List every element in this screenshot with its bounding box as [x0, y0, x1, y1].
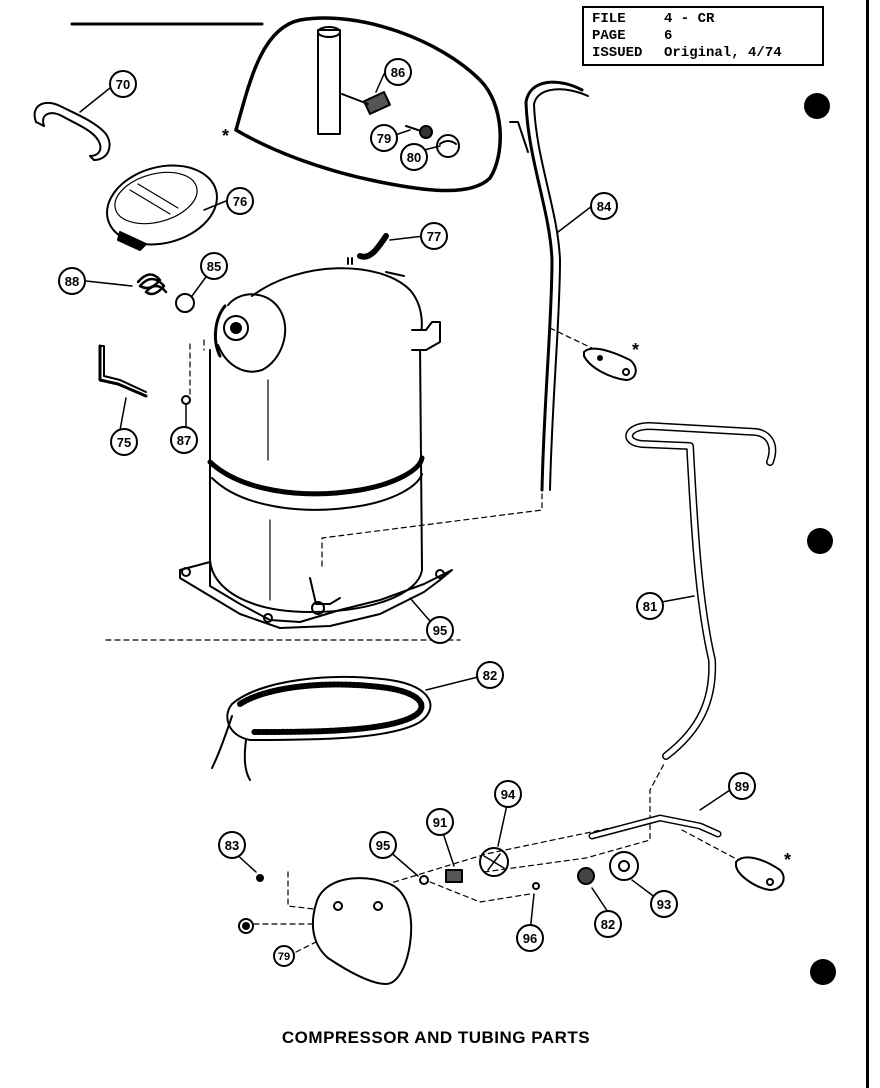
page-label: PAGE — [592, 28, 626, 44]
issued-label: ISSUED — [592, 45, 643, 61]
callout-75: 75 — [110, 428, 138, 456]
callout-96: 96 — [516, 924, 544, 952]
part-87-screw — [181, 395, 191, 405]
svg-text:85: 85 — [207, 259, 221, 274]
file-value: 4 - CR — [664, 11, 715, 27]
part-77-tube — [357, 233, 389, 260]
part-70-strap — [33, 101, 111, 161]
mounting-plate — [311, 877, 413, 985]
part-75-bracket — [98, 344, 148, 398]
asterisk-note-clip-84: * — [632, 340, 639, 360]
callout-76: 76 — [226, 187, 254, 215]
punch-hole-bottom — [810, 959, 836, 985]
svg-text:80: 80 — [407, 150, 421, 165]
svg-text:91: 91 — [433, 815, 447, 830]
diagram-caption: COMPRESSOR AND TUBING PARTS — [281, 1028, 591, 1047]
svg-text:75: 75 — [117, 435, 131, 450]
file-title-block: FILE 4 - CR PAGE 6 ISSUED Original, 4/74 — [582, 6, 824, 66]
callout-82-belt: 82 — [476, 661, 504, 689]
detail-inset-bubble — [234, 16, 502, 193]
callout-79-nut: 79 — [273, 945, 295, 967]
page-value: 6 — [664, 28, 673, 44]
svg-text:83: 83 — [225, 838, 239, 853]
part-86-ball — [175, 293, 195, 313]
svg-text:76: 76 — [233, 194, 247, 209]
callout-81: 81 — [636, 592, 664, 620]
asterisk-note-bubble: * — [222, 126, 229, 146]
callout-95-compressor: 95 — [426, 616, 454, 644]
svg-text:88: 88 — [65, 274, 79, 289]
svg-text:79: 79 — [278, 951, 290, 963]
part-84-tube — [509, 80, 589, 492]
callout-77: 77 — [420, 222, 448, 250]
svg-text:87: 87 — [177, 433, 191, 448]
part-89-tube — [588, 814, 722, 840]
punch-hole-middle — [807, 528, 833, 554]
callout-87: 87 — [170, 426, 198, 454]
callout-70: 70 — [109, 70, 137, 98]
asterisk-note-clip-89: * — [784, 850, 791, 870]
svg-text:82: 82 — [483, 668, 497, 683]
svg-text:93: 93 — [657, 897, 671, 912]
part-81-tube — [625, 422, 777, 760]
part-76-cover — [106, 164, 218, 251]
compressor-body — [179, 257, 453, 629]
callout-84: 84 — [590, 192, 618, 220]
callout-85-upper: 85 — [200, 252, 228, 280]
svg-text:94: 94 — [501, 787, 516, 802]
svg-text:79: 79 — [377, 131, 391, 146]
part-84-clip — [583, 347, 637, 381]
part-88-spring — [136, 273, 168, 296]
issued-value: Original, 4/74 — [664, 45, 782, 61]
svg-text:84: 84 — [597, 199, 612, 214]
part-82-belt-heater — [211, 676, 432, 781]
punch-hole-top — [804, 93, 830, 119]
callout-88: 88 — [58, 267, 86, 295]
fittings-hardware — [238, 847, 639, 965]
file-label: FILE — [592, 11, 626, 27]
svg-text:77: 77 — [427, 229, 441, 244]
callout-86-top: 86 — [384, 58, 412, 86]
svg-text:95: 95 — [433, 623, 447, 638]
svg-text:86: 86 — [391, 65, 405, 80]
svg-text:81: 81 — [643, 599, 657, 614]
callout-93: 93 — [650, 890, 678, 918]
page-edge-line — [866, 0, 869, 1088]
callout-leaders — [79, 73, 737, 933]
callout-82-fitting: 82 — [594, 910, 622, 938]
callout-94: 94 — [494, 780, 522, 808]
part-89-clip — [735, 856, 785, 891]
svg-text:70: 70 — [116, 77, 130, 92]
callouts: 70 86 79 80 76 77 88 85 75 87 84 81 95 8… — [58, 58, 756, 967]
callout-80: 80 — [400, 143, 428, 171]
callout-95-fitting: 95 — [369, 831, 397, 859]
callout-91: 91 — [426, 808, 454, 836]
svg-text:95: 95 — [376, 838, 390, 853]
svg-text:96: 96 — [523, 931, 537, 946]
callout-79-top: 79 — [370, 124, 398, 152]
svg-text:89: 89 — [735, 779, 749, 794]
svg-text:82: 82 — [601, 917, 615, 932]
callout-89: 89 — [728, 772, 756, 800]
callout-83: 83 — [218, 831, 246, 859]
